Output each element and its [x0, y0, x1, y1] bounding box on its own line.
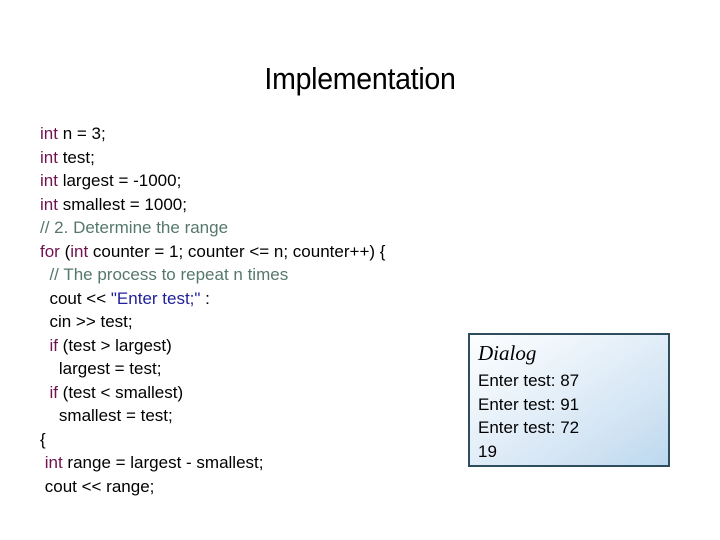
code-token-kw: int: [40, 147, 58, 167]
code-token-plain: largest = -1000;: [57, 171, 182, 190]
code-token-plain: smallest = 1000;: [57, 194, 187, 214]
code-listing: int n = 3;int test;int largest = -1000;i…: [40, 122, 470, 498]
code-token-plain: counter = 1; counter <= n; counter++) {: [88, 241, 386, 261]
code-line: int largest = -1000;: [40, 169, 470, 193]
code-token-plain: cin >> test;: [49, 312, 133, 331]
code-line: cin >> test;: [40, 310, 470, 334]
code-token-str: "Enter test;": [110, 288, 201, 308]
code-token-kw: int: [44, 453, 63, 472]
code-token-kw: if: [49, 335, 58, 355]
code-indent: [40, 406, 59, 425]
code-token-plain: cout <<: [49, 288, 111, 308]
code-token-kw: int: [40, 194, 58, 214]
code-line: {: [40, 428, 470, 452]
dialog-output-line: 19: [478, 441, 497, 461]
code-token-plain: (test < smallest): [57, 382, 184, 402]
code-token-kw: int: [40, 124, 58, 143]
code-token-plain: (test > largest): [57, 335, 172, 355]
code-token-plain: {: [40, 429, 46, 449]
code-token-plain: (: [59, 241, 71, 261]
code-token-plain: smallest = test;: [58, 406, 173, 425]
dialog-output-line: Enter test: 91: [478, 394, 580, 414]
code-line: if (test < smallest): [40, 381, 470, 405]
code-line: // The process to repeat n times: [40, 263, 470, 287]
code-indent: [40, 359, 59, 378]
code-line: int test;: [40, 146, 470, 170]
code-token-plain: largest = test;: [58, 359, 162, 378]
code-line: // 2. Determine the range: [40, 216, 470, 240]
page-title: Implementation: [264, 61, 456, 96]
code-token-cmt: // 2. Determine the range: [40, 218, 229, 237]
code-line: largest = test;: [40, 357, 470, 381]
code-token-plain: :: [200, 288, 210, 308]
dialog-title-label: Dialog: [478, 341, 537, 365]
code-token-kw: int: [70, 241, 89, 261]
code-token-plain: range = largest - smallest;: [62, 453, 264, 472]
code-token-plain: cout << range;: [44, 476, 155, 496]
code-token-kw: if: [49, 382, 58, 402]
code-line: int n = 3;: [40, 122, 470, 146]
code-line: smallest = test;: [40, 404, 470, 428]
code-token-plain: test;: [57, 147, 95, 167]
code-line: for (int counter = 1; counter <= n; coun…: [40, 240, 470, 264]
code-token-cmt: // The process to repeat n times: [49, 265, 289, 284]
code-line: if (test > largest): [40, 334, 470, 358]
code-token-kw: for: [40, 241, 60, 261]
code-line: cout << range;: [40, 475, 470, 499]
code-line: int range = largest - smallest;: [40, 451, 470, 475]
dialog-output-line: Enter test: 87: [478, 371, 580, 390]
dialog-output-line: Enter test: 72: [478, 418, 580, 437]
code-token-plain: n = 3;: [57, 124, 106, 143]
code-token-kw: int: [40, 171, 58, 190]
dialog-output-lines: Enter test: 87 Enter test: 91 Enter test: …: [478, 369, 579, 463]
code-line: cout << "Enter test;" :: [40, 287, 470, 311]
code-line: int smallest = 1000;: [40, 193, 470, 217]
